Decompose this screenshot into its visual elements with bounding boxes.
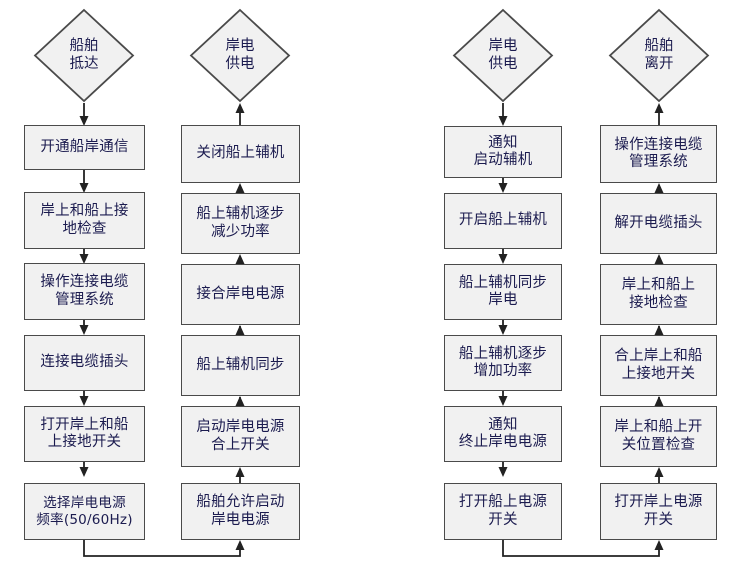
diamond-shape-icon [33,8,135,103]
step-col1-6[interactable]: 选择岸电电源 频率(50/60Hz) [24,483,145,540]
step-col4-6[interactable]: 打开岸上电源 开关 [600,483,717,540]
step-col4-2[interactable]: 解开电缆插头 [600,193,717,254]
step-col1-5[interactable]: 打开岸上和船 上接地开关 [24,406,145,462]
step-col3-5[interactable]: 通知 终止岸电电源 [444,406,562,462]
step-col1-4[interactable]: 连接电缆插头 [24,335,145,391]
diamond-shape-icon [452,8,554,103]
diamond-shape-icon [608,8,710,103]
step-col1-3[interactable]: 操作连接电缆 管理系统 [24,263,145,320]
step-col2-3[interactable]: 接合岸电电源 [181,264,300,325]
step-col4-3[interactable]: 岸上和船上 接地检查 [600,264,717,325]
step-col2-6[interactable]: 船舶允许启动 岸电电源 [181,483,300,540]
step-col4-5[interactable]: 岸上和船上开 关位置检查 [600,406,717,467]
step-col1-1[interactable]: 开通船岸通信 [24,125,145,170]
step-col3-4[interactable]: 船上辅机逐步 增加功率 [444,335,562,391]
step-col2-2[interactable]: 船上辅机逐步 减少功率 [181,193,300,254]
terminator-ship-arrival[interactable]: 船舶 抵达 [33,8,135,103]
terminator-ship-departure[interactable]: 船舶 离开 [608,8,710,103]
step-col2-5[interactable]: 启动岸电电源 合上开关 [181,406,300,467]
edge-col1-to-col2 [83,540,245,557]
step-col3-2[interactable]: 开启船上辅机 [444,193,562,249]
step-col1-2[interactable]: 岸上和船上接 地检查 [24,192,145,249]
terminator-shore-power-supply-2[interactable]: 岸电 供电 [452,8,554,103]
step-col4-1[interactable]: 操作连接电缆 管理系统 [600,125,717,183]
step-col2-4[interactable]: 船上辅机同步 [181,335,300,396]
step-col3-3[interactable]: 船上辅机同步 岸电 [444,264,562,320]
step-col2-1[interactable]: 关闭船上辅机 [181,125,300,183]
step-col3-6[interactable]: 打开船上电源 开关 [444,483,562,540]
diamond-shape-icon [189,8,291,103]
terminator-shore-power-supply-1[interactable]: 岸电 供电 [189,8,291,103]
step-col4-4[interactable]: 合上岸上和船 上接地开关 [600,335,717,396]
step-col3-1[interactable]: 通知 启动辅机 [444,126,562,178]
edge-col3-to-col4 [502,540,664,557]
